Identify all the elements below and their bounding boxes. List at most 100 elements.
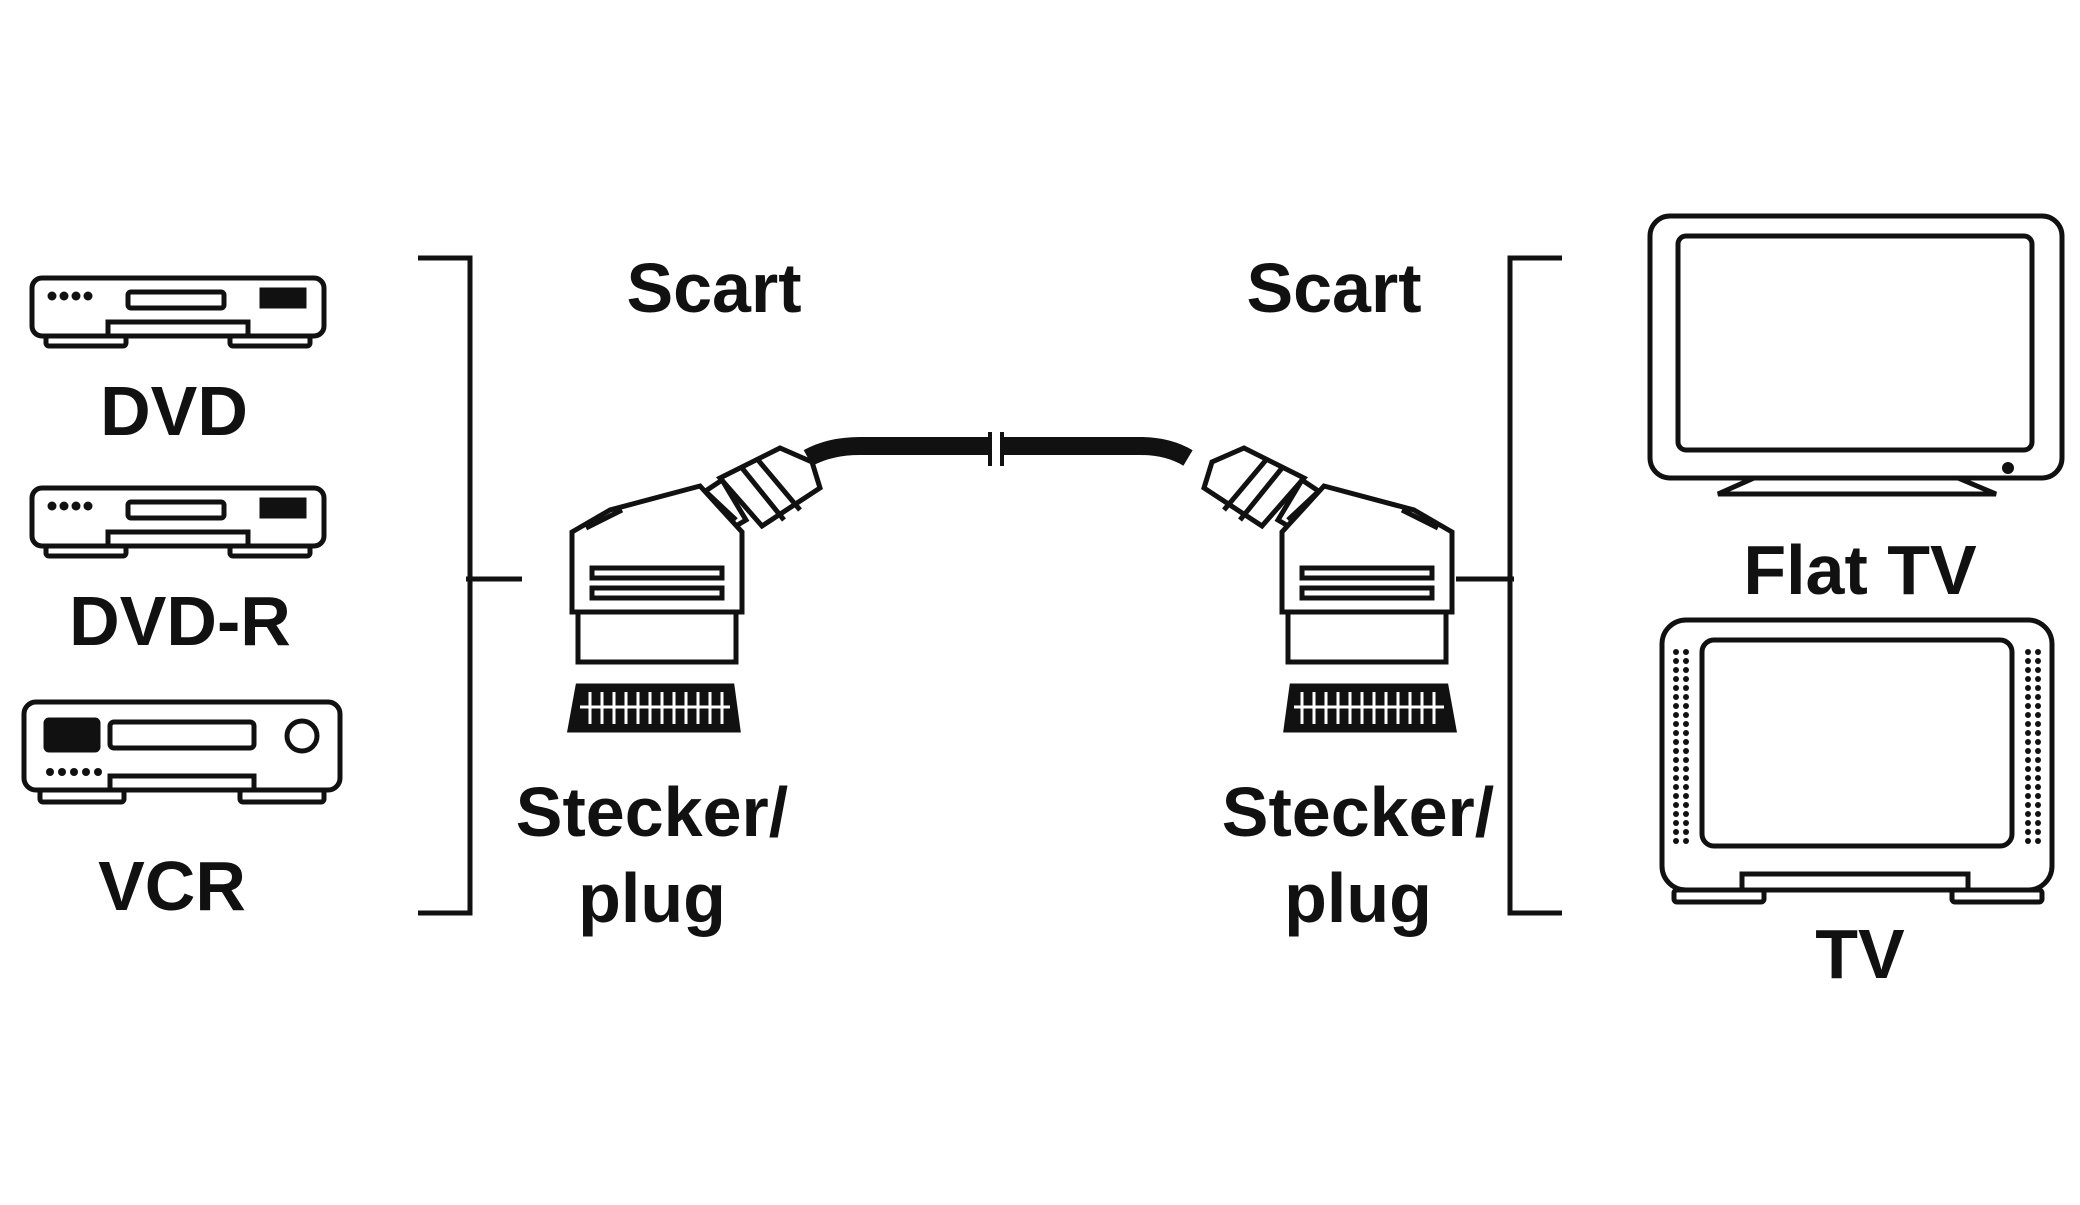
crt-tv-icon: [1659, 617, 2055, 905]
speaker-dot: [2025, 766, 2031, 772]
speaker-dot: [1673, 757, 1679, 763]
speaker-dot: [1673, 685, 1679, 691]
speaker-dot: [2035, 838, 2041, 844]
speaker-dot: [2035, 766, 2041, 772]
speaker-dot: [2035, 685, 2041, 691]
speaker-dot: [2035, 721, 2041, 727]
speaker-dot: [1683, 721, 1689, 727]
speaker-dot: [2025, 811, 2031, 817]
flat-tv-label: Flat TV: [1743, 531, 1977, 609]
speaker-dot: [1673, 667, 1679, 673]
speaker-dot: [2035, 667, 2041, 673]
speaker-dot: [2025, 676, 2031, 682]
speaker-dot: [1683, 676, 1689, 682]
speaker-dot: [2025, 784, 2031, 790]
left-plug-caption-line2: plug: [578, 859, 726, 937]
speaker-dot: [2035, 676, 2041, 682]
speaker-dot: [2035, 748, 2041, 754]
speaker-dot: [1673, 721, 1679, 727]
right-scart-plug-icon: [1201, 445, 1457, 733]
speaker-dot: [1683, 748, 1689, 754]
speaker-dot: [1673, 649, 1679, 655]
speaker-dot: [1683, 820, 1689, 826]
speaker-dot: [2025, 685, 2031, 691]
speaker-dot: [2025, 667, 2031, 673]
speaker-dot: [1683, 730, 1689, 736]
vcr-icon: [21, 699, 343, 805]
speaker-dot: [1683, 712, 1689, 718]
speaker-dot: [2025, 658, 2031, 664]
speaker-dot: [2035, 784, 2041, 790]
speaker-dot: [1673, 658, 1679, 664]
speaker-dot: [1683, 829, 1689, 835]
left-scart-label: Scart: [626, 249, 801, 327]
speaker-dot: [2025, 721, 2031, 727]
speaker-dot: [2035, 712, 2041, 718]
speaker-dot: [2025, 694, 2031, 700]
speaker-dot: [2025, 730, 2031, 736]
left-scart-plug-icon: [567, 445, 823, 733]
speaker-dot: [2025, 838, 2031, 844]
speaker-dot: [2035, 694, 2041, 700]
vcr-label: VCR: [98, 847, 246, 925]
speaker-dot: [2035, 802, 2041, 808]
speaker-dot: [1683, 739, 1689, 745]
speaker-dot: [2025, 703, 2031, 709]
speaker-dot: [1673, 739, 1679, 745]
dvd-label: DVD: [100, 372, 248, 450]
speaker-dot: [2025, 829, 2031, 835]
speaker-dot: [2025, 775, 2031, 781]
speaker-dot: [1673, 730, 1679, 736]
speaker-dot: [2035, 811, 2041, 817]
speaker-dot: [1673, 802, 1679, 808]
speaker-dot: [1683, 685, 1689, 691]
speaker-dot: [2025, 802, 2031, 808]
speaker-dot: [1673, 838, 1679, 844]
right-scart-label: Scart: [1246, 249, 1421, 327]
speaker-dot: [1673, 748, 1679, 754]
speaker-dot: [1673, 775, 1679, 781]
speaker-dot: [1683, 775, 1689, 781]
tv-label: TV: [1815, 915, 1905, 993]
dvd-r-label: DVD-R: [69, 582, 291, 660]
right-plug-caption-line1: Stecker/: [1222, 773, 1494, 851]
speaker-dot: [1683, 784, 1689, 790]
right-plug-caption-line2: plug: [1284, 859, 1432, 937]
flat-tv-icon: [1647, 213, 2065, 497]
speaker-dot: [2035, 820, 2041, 826]
speaker-dot: [2025, 649, 2031, 655]
speaker-dot: [2035, 703, 2041, 709]
speaker-dot: [2035, 649, 2041, 655]
speaker-dot: [1683, 703, 1689, 709]
speaker-dot: [1673, 784, 1679, 790]
speaker-dot: [1683, 649, 1689, 655]
speaker-dot: [1673, 694, 1679, 700]
speaker-dot: [1683, 658, 1689, 664]
speaker-dot: [2025, 712, 2031, 718]
speaker-dot: [1683, 766, 1689, 772]
left-plug-caption-line1: Stecker/: [516, 773, 788, 851]
speaker-dot: [2035, 829, 2041, 835]
speaker-dot: [1683, 757, 1689, 763]
speaker-dot: [1683, 793, 1689, 799]
speaker-dot: [2035, 658, 2041, 664]
speaker-dot: [2035, 757, 2041, 763]
speaker-dot: [1683, 694, 1689, 700]
dvd-recorder-icon: [29, 485, 327, 559]
right-bracket: [1456, 255, 1562, 916]
speaker-dot: [2025, 820, 2031, 826]
speaker-dot: [2035, 775, 2041, 781]
speaker-dot: [1683, 838, 1689, 844]
speaker-dot: [2025, 748, 2031, 754]
speaker-dot: [1683, 802, 1689, 808]
speaker-dot: [1673, 712, 1679, 718]
speaker-dot: [1683, 811, 1689, 817]
dvd-player-icon: [29, 275, 327, 349]
speaker-dot: [2035, 730, 2041, 736]
speaker-dot: [2025, 757, 2031, 763]
speaker-dot: [2035, 739, 2041, 745]
speaker-dot: [2035, 793, 2041, 799]
speaker-dot: [1673, 820, 1679, 826]
speaker-dot: [2025, 739, 2031, 745]
